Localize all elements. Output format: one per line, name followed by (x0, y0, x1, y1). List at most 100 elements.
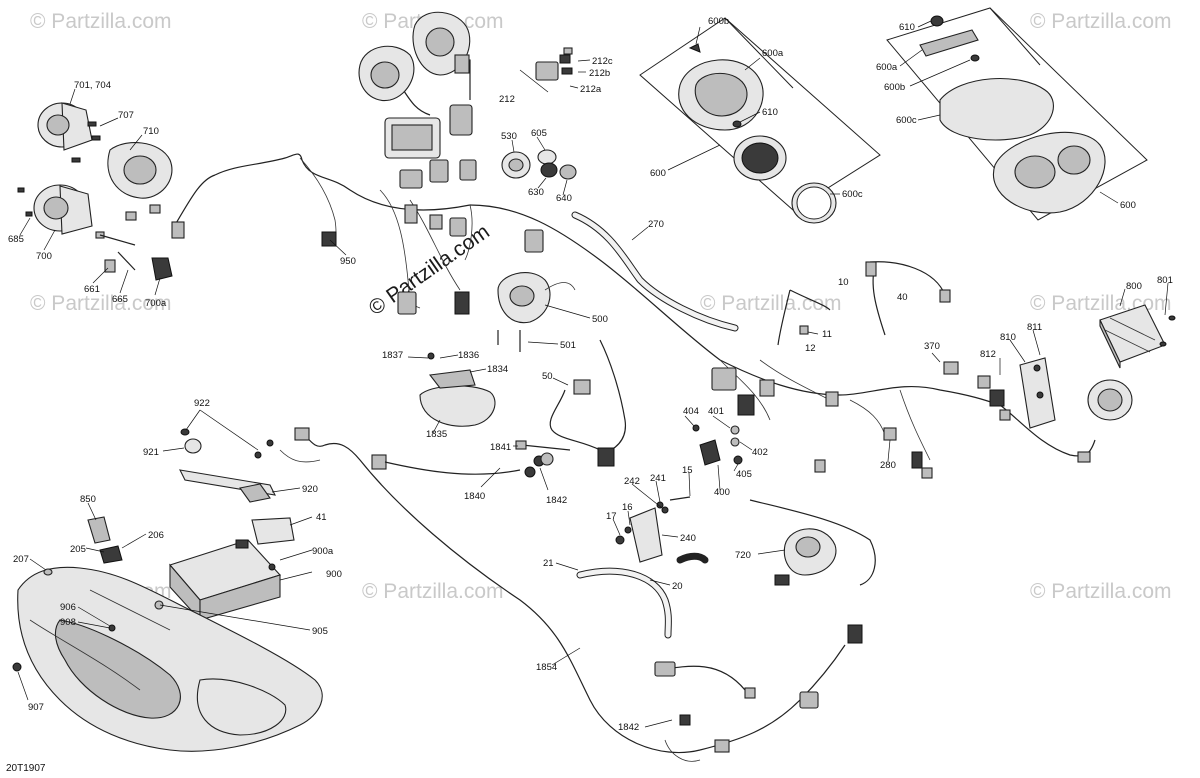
callout-label: 630 (528, 187, 544, 198)
callout-label: 801 (1157, 275, 1173, 286)
callout-label: 810 (1000, 332, 1016, 343)
bracket-810 (1019, 357, 1133, 429)
callout-label: 10 (838, 277, 849, 288)
diagram-reference-code: 20T1907 (6, 763, 46, 774)
callout-label: 600 (650, 168, 666, 179)
callout-label: 41 (316, 512, 327, 523)
callout-label: 811 (1027, 322, 1042, 333)
callout-label: 701, 704 (74, 80, 111, 91)
callout-label: 812 (980, 349, 996, 360)
harness-40 (777, 261, 951, 346)
sensor-1841 (515, 440, 571, 467)
callout-label: 12 (805, 343, 816, 354)
callout-label: 610 (899, 22, 915, 33)
callout-label: 907 (28, 702, 44, 713)
callout-label: 600b (884, 82, 905, 93)
center-watermark: © Partzilla.com (365, 220, 494, 320)
callout-label: 610 (762, 107, 778, 118)
callout-label: 950 (340, 256, 356, 267)
callout-label: 207 (13, 554, 29, 565)
callout-label: 1834 (487, 364, 508, 375)
callout-label: 370 (924, 341, 940, 352)
callout-label: 400 (714, 487, 730, 498)
ecm-module-800 (1099, 304, 1176, 369)
callout-label: 1837 (382, 350, 403, 361)
headlight-assembly-center (358, 11, 471, 102)
callout-label: 600b (708, 16, 729, 27)
gauge-box-divider (989, 7, 1041, 66)
callout-label: 1842 (618, 722, 639, 733)
sensor-400 (692, 424, 743, 466)
watermark: © Partzilla.com (362, 580, 504, 603)
harness-50 (549, 339, 627, 467)
callout-label: 707 (118, 110, 134, 121)
callout-label: 661 (84, 284, 100, 295)
callout-label: 206 (148, 530, 164, 541)
callout-label: 242 (624, 476, 640, 487)
callout-label: 1842 (546, 495, 567, 506)
callout-label: 212b (589, 68, 610, 79)
callout-label: 402 (752, 447, 768, 458)
callout-label: 501 (560, 340, 576, 351)
leader-lines (17, 20, 1169, 728)
gauge-group-box-right (886, 7, 1148, 221)
callout-label: 212a (580, 84, 602, 95)
headlight-assembly-left (17, 102, 216, 281)
callout-label: 600a (876, 62, 898, 73)
callout-label: 720 (735, 550, 751, 561)
callout-labels: 701, 704 707 710 685 700 661 665 700a 95… (8, 16, 1173, 733)
callout-label: 600c (896, 115, 917, 126)
watermark: © Partzilla.com (30, 292, 172, 315)
callout-label: 212c (592, 56, 613, 67)
callout-label: 205 (70, 544, 86, 555)
callout-label: 700a (145, 298, 167, 309)
watermark: © Partzilla.com (1030, 292, 1172, 315)
watermark: © Partzilla.com (30, 10, 172, 33)
callout-label: 600a (762, 48, 784, 59)
callout-label: 922 (194, 398, 210, 409)
callout-label: 920 (302, 484, 318, 495)
callout-label: 921 (143, 447, 159, 458)
callout-label: 685 (8, 234, 24, 245)
callout-label: 640 (556, 193, 572, 204)
light-720 (749, 499, 876, 586)
callout-label: 530 (501, 131, 517, 142)
callout-label: 906 (60, 602, 76, 613)
callout-label: 15 (682, 465, 693, 476)
component-1835 (419, 352, 496, 427)
callout-label: 850 (80, 494, 96, 505)
tray-905 (12, 566, 323, 752)
callout-label: 900a (312, 546, 334, 557)
callout-label: 500 (592, 314, 608, 325)
callout-label: 1854 (536, 662, 557, 673)
callout-label: 270 (648, 219, 664, 230)
callout-label: 1835 (426, 429, 447, 440)
callout-label: 800 (1126, 281, 1142, 292)
callout-label: 600 (1120, 200, 1136, 211)
callout-label: 241 (650, 473, 666, 484)
gauge-600-right-group (919, 15, 1106, 214)
hose-20 (576, 552, 709, 639)
callout-label: 1841 (490, 442, 511, 453)
callout-label: 905 (312, 626, 328, 637)
ignition-switch-group (501, 149, 577, 180)
callout-label: 1836 (458, 350, 479, 361)
main-wiring-harness (214, 54, 1096, 479)
callout-label: 700 (36, 251, 52, 262)
gauge-group-box-left (639, 17, 881, 211)
switch-connector-212 (519, 47, 573, 93)
callout-label: 1840 (464, 491, 485, 502)
callout-label: 280 (880, 460, 896, 471)
callout-label: 40 (897, 292, 908, 303)
callout-label: 20 (672, 581, 683, 592)
callout-label: 50 (542, 371, 553, 382)
callout-label: 600c (842, 189, 863, 200)
hose-270 (571, 211, 739, 332)
callout-label: 212 (499, 94, 515, 105)
bracket-240 (615, 496, 691, 563)
callout-label: 404 (683, 406, 699, 417)
callout-label: 900 (326, 569, 342, 580)
harness-1854 (279, 427, 863, 762)
module-500 (497, 272, 576, 352)
battery-group-900 (87, 516, 295, 622)
